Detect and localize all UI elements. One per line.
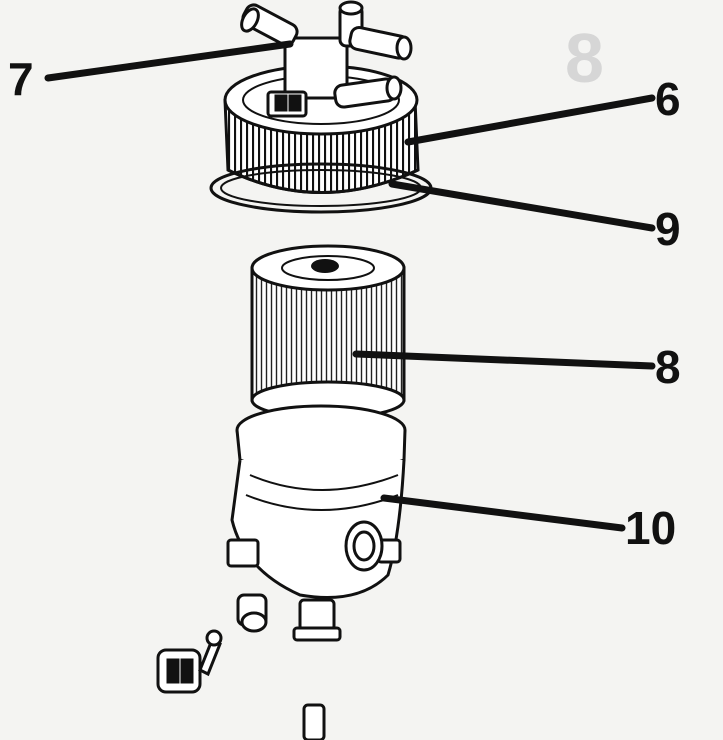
callout-10: 10 [625, 502, 677, 554]
filter-bowl-housing [226, 404, 407, 740]
filter-element [250, 244, 406, 420]
leader-line-7 [44, 40, 294, 82]
leader-line-6 [404, 94, 656, 146]
fuel-fittings-head [240, 0, 413, 118]
leader-lines [44, 40, 656, 532]
callout-6: 6 [655, 73, 681, 125]
leader-line-8 [352, 350, 656, 370]
leader-line-9 [388, 180, 656, 232]
leader-line-10 [380, 494, 626, 532]
callout-7: 7 [8, 53, 34, 105]
callout-9: 9 [655, 203, 681, 255]
water-sensor-plug [156, 629, 223, 694]
callout-8: 8 [655, 341, 681, 393]
background-bleed-digit: 8 [565, 19, 604, 97]
